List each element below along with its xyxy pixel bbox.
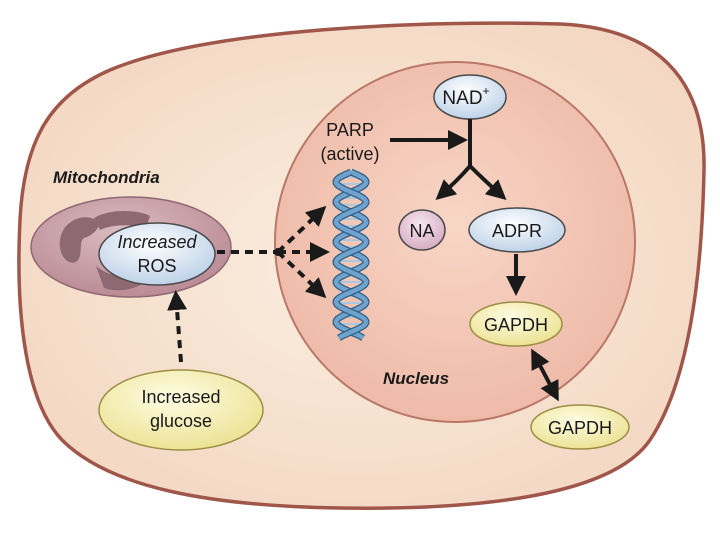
nad-to-na-arrow: [435, 164, 472, 200]
ros-label-line2: ROS: [137, 256, 176, 276]
gapdh-translocation-arrow: [531, 348, 559, 402]
ros-arrow-up: [276, 205, 327, 254]
dna-strand: [333, 169, 369, 340]
parp-label-line2: (active): [320, 144, 379, 164]
ros-label-line1: Increased: [117, 232, 197, 252]
parp-label-line1: PARP: [326, 120, 374, 140]
nad-label: NAD+: [442, 84, 489, 109]
glucose-to-ros-arrow: [167, 290, 188, 363]
ros-arrow-down: [276, 250, 327, 299]
na-label: NA: [409, 221, 434, 241]
adpr-label: ADPR: [492, 221, 542, 241]
increased-glucose-node: Increased glucose: [98, 369, 264, 451]
increased-ros-node: Increased ROS: [98, 222, 216, 286]
gapdh-nuclear-label: GAPDH: [484, 315, 548, 335]
gapdh-cytosolic-label: GAPDH: [548, 418, 612, 438]
mitochondria-label: Mitochondria: [53, 168, 160, 187]
gapdh-cytosolic-node: GAPDH: [530, 404, 630, 450]
dna-helix: [332, 168, 370, 341]
gapdh-nuclear-node: GAPDH: [469, 301, 563, 347]
na-node: NA: [398, 209, 446, 251]
glucose-label-line1: Increased: [141, 387, 220, 407]
branch-point: [274, 248, 282, 256]
adpr-node: ADPR: [468, 207, 566, 253]
glucose-label-line2: glucose: [150, 411, 212, 431]
nad-node: NAD+: [433, 74, 507, 120]
nad-to-adpr-arrow: [468, 164, 507, 200]
nucleus-label: Nucleus: [383, 369, 449, 388]
